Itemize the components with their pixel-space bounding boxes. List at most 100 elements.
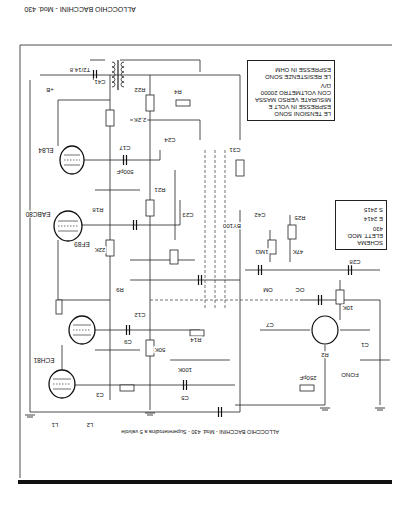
wire (240, 75, 241, 140)
part-label: C23 (181, 212, 194, 219)
part-label: +B (45, 87, 55, 94)
wire (150, 75, 151, 410)
tube-node: EABC80 (22, 204, 84, 244)
wire (95, 190, 140, 191)
tube-node: EL84 (34, 140, 90, 176)
resistor-symbol (170, 250, 178, 264)
capacitor-symbol (259, 265, 262, 275)
tube-node: ECH81 (26, 352, 82, 400)
part-label: C1 (360, 342, 370, 349)
capacitor-symbol (319, 295, 322, 305)
part-label: OM (262, 287, 274, 294)
part-label: T2/14.8 (69, 67, 91, 74)
part-label: FONO (340, 372, 359, 379)
tube-name: EF89 (74, 241, 90, 248)
capacitor-symbol (184, 380, 187, 390)
wire (74, 385, 235, 386)
part-label: 47K (292, 249, 305, 256)
part-label: C28 (348, 259, 361, 266)
wire (80, 200, 180, 225)
resistor-symbol (146, 200, 154, 216)
ground-symbol (375, 408, 385, 410)
capacitor-symbol (134, 220, 137, 230)
wire (58, 240, 110, 300)
transformer-symbol (112, 60, 124, 90)
wire (130, 260, 195, 261)
wire (20, 45, 21, 478)
part-label: C12 (133, 312, 146, 319)
wire (58, 100, 110, 146)
part-label: R21 (153, 187, 166, 194)
wire (30, 80, 31, 412)
capacitor-symbol (199, 275, 202, 285)
part-label: R4 (173, 89, 183, 96)
capacitor-symbol (349, 265, 352, 275)
part-label: BY100 (222, 223, 242, 230)
part-label: R2 (320, 352, 330, 359)
note-text: S 2415 (339, 206, 383, 213)
wire (90, 60, 105, 61)
wire (88, 330, 200, 331)
frame-bar (18, 480, 392, 484)
part-label: C41 (93, 79, 106, 86)
part-label: 50K (154, 347, 167, 354)
resistor-symbol (190, 330, 204, 336)
title: ALLOCCHIO BACCHINI - Mod. 430 (23, 5, 136, 13)
wire (260, 330, 310, 331)
part-label: 2,2K (133, 117, 147, 124)
ground-symbol (320, 408, 330, 410)
tube-name: ECH81 (34, 357, 55, 364)
wire (170, 360, 230, 361)
part-label: C7 (265, 322, 275, 329)
wire (360, 360, 390, 361)
part-label: 10K (342, 305, 355, 312)
switch-link (215, 150, 216, 310)
wire (62, 345, 63, 370)
wire (84, 150, 160, 160)
wire (340, 330, 370, 331)
capacitor-symbol (127, 325, 130, 335)
note-text: LE RESISTENZE SONO ESPRESSE IN OHM (251, 66, 331, 80)
switch-link (150, 300, 300, 301)
note-text: E 2414 (339, 215, 383, 222)
part-label: C3 (95, 392, 105, 399)
wire (120, 60, 200, 72)
tube-name: EABC80 (26, 211, 51, 218)
part-label: C31 (228, 147, 241, 154)
tube-symbol (312, 316, 338, 344)
switch-link (225, 150, 226, 310)
resistor-symbol (120, 385, 134, 391)
resistor-symbol (106, 240, 114, 256)
part-label: 22K (94, 247, 107, 254)
part-label: 100K (177, 367, 193, 374)
wire (175, 170, 176, 240)
wire (245, 270, 380, 271)
caption: ALLOCCHIO BACCHINI - Mod. 430 - Superete… (120, 429, 280, 435)
resistor-symbol (336, 290, 344, 304)
note-box: SCHEMA ELETT. MOD. 430 E 2414 S 2415 (335, 200, 387, 250)
wire (240, 210, 241, 412)
resistor-symbol (146, 95, 154, 111)
part-label: R22 (133, 87, 146, 94)
part-label: C24 (163, 137, 176, 144)
part-label: 1MΩ (255, 249, 270, 256)
part-label: C17 (118, 145, 131, 152)
note-text: LE TENSIONI SONO ESPRESSE IN VOLT E MISU… (251, 83, 331, 117)
ground-symbol (145, 413, 155, 415)
part-label: R14 (189, 337, 202, 344)
part-label: 250pF (298, 375, 317, 382)
resistor-symbol (106, 110, 114, 126)
part-label: R18 (91, 207, 104, 214)
note-box: LE TENSIONI SONO ESPRESSE IN VOLT E MISU… (247, 60, 335, 121)
resistor-symbol (300, 385, 314, 391)
note-text: SCHEMA ELETT. MOD. 430 (339, 225, 383, 246)
part-label: L1 (51, 422, 60, 429)
capacitor-symbol (124, 155, 127, 165)
part-label: L2 (86, 422, 95, 429)
tube-name: EL84 (38, 147, 53, 154)
wire (95, 350, 140, 351)
part-label: C9 (123, 339, 133, 346)
wire (30, 412, 240, 413)
resistor-symbol (56, 300, 62, 314)
switch-link (205, 150, 206, 310)
